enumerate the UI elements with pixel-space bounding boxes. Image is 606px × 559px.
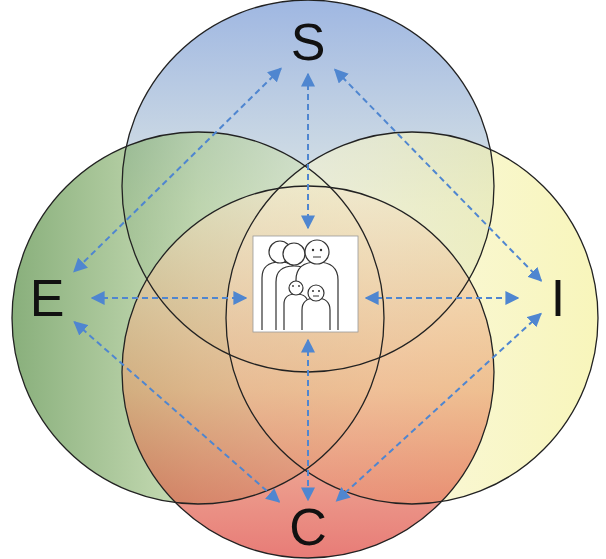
dashed-arrow: [74, 322, 279, 502]
letter-node: E: [26, 270, 69, 326]
center-arrows: [92, 74, 518, 500]
child-body: [302, 298, 330, 330]
circle-letter: S: [291, 16, 326, 68]
e-circle: [12, 132, 384, 504]
venn-outlines: [12, 0, 598, 558]
s-circle: [122, 0, 494, 372]
center-arrow: [307, 74, 309, 228]
icon-frame: [253, 236, 358, 332]
center-arrow: [92, 297, 246, 299]
adult-head: [305, 240, 329, 264]
circle-letter: C: [289, 501, 327, 553]
dashed-arrow: [335, 70, 541, 281]
letter-node: C: [285, 499, 331, 555]
center-arrow: [366, 297, 518, 299]
child-head: [308, 285, 324, 301]
child-head: [289, 281, 303, 295]
letter-node: S: [287, 14, 330, 70]
letter-node: I: [547, 270, 569, 326]
circle-letter: E: [30, 272, 65, 324]
dashed-arrow: [74, 69, 281, 272]
dashed-arrow: [337, 314, 541, 501]
adult-head: [283, 243, 305, 265]
circle-letter: I: [551, 272, 565, 324]
family-icon: [253, 236, 358, 332]
venn-fills: [12, 0, 598, 558]
center-arrow: [307, 340, 309, 500]
c-circle: [122, 186, 494, 558]
